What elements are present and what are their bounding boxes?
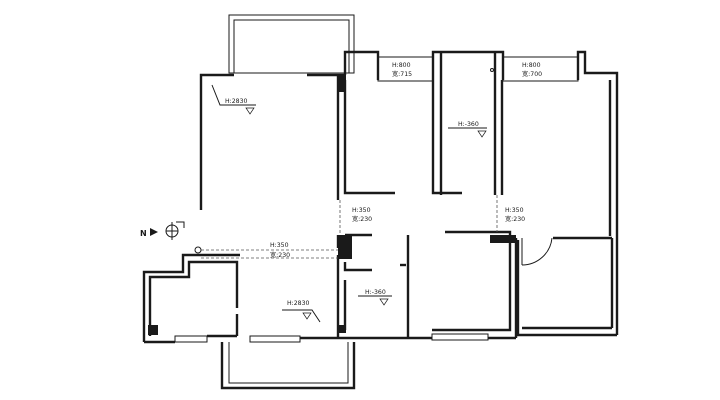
window-top-1-height-label: H:800	[392, 62, 411, 69]
interior-walls	[336, 75, 518, 338]
openings	[201, 195, 498, 259]
bathroom-floor-height-label: H:-360	[458, 121, 479, 128]
top-balcony	[228, 14, 355, 74]
compass-label: N	[140, 229, 147, 238]
door-mid-1-height-label: H:350	[352, 207, 371, 214]
window-top-2-height-label: H:800	[522, 62, 541, 69]
leaders	[211, 68, 494, 323]
kitchen-floor-height-label: H:-360	[365, 289, 386, 296]
door-mid-1-width-label: 宽:230	[352, 215, 372, 223]
annotations: H:2830 H:2830 H:-360 H:-360 H:800 宽:715 …	[225, 62, 542, 307]
north-arrow-icon	[150, 228, 158, 236]
living-ceiling-height-label: H:2830	[225, 98, 248, 105]
bottom-walls	[300, 255, 516, 340]
window-top-2-width-label: 宽:700	[522, 70, 542, 78]
door-left-width-label: 宽:230	[270, 251, 290, 259]
lower-left-walls	[142, 253, 240, 344]
outer-walls	[199, 50, 619, 337]
compass: N	[140, 221, 202, 254]
door-left-height-label: H:350	[270, 242, 289, 249]
door-mid-2-width-label: 宽:230	[505, 215, 525, 223]
bottom-windows	[174, 333, 489, 343]
columns	[148, 75, 516, 335]
lower-ceiling-height-label: H:2830	[287, 300, 310, 307]
door-swing	[521, 237, 553, 266]
bottom-balcony	[220, 342, 356, 390]
door-mid-2-height-label: H:350	[505, 207, 524, 214]
window-top-1-width-label: 宽:715	[392, 70, 412, 78]
